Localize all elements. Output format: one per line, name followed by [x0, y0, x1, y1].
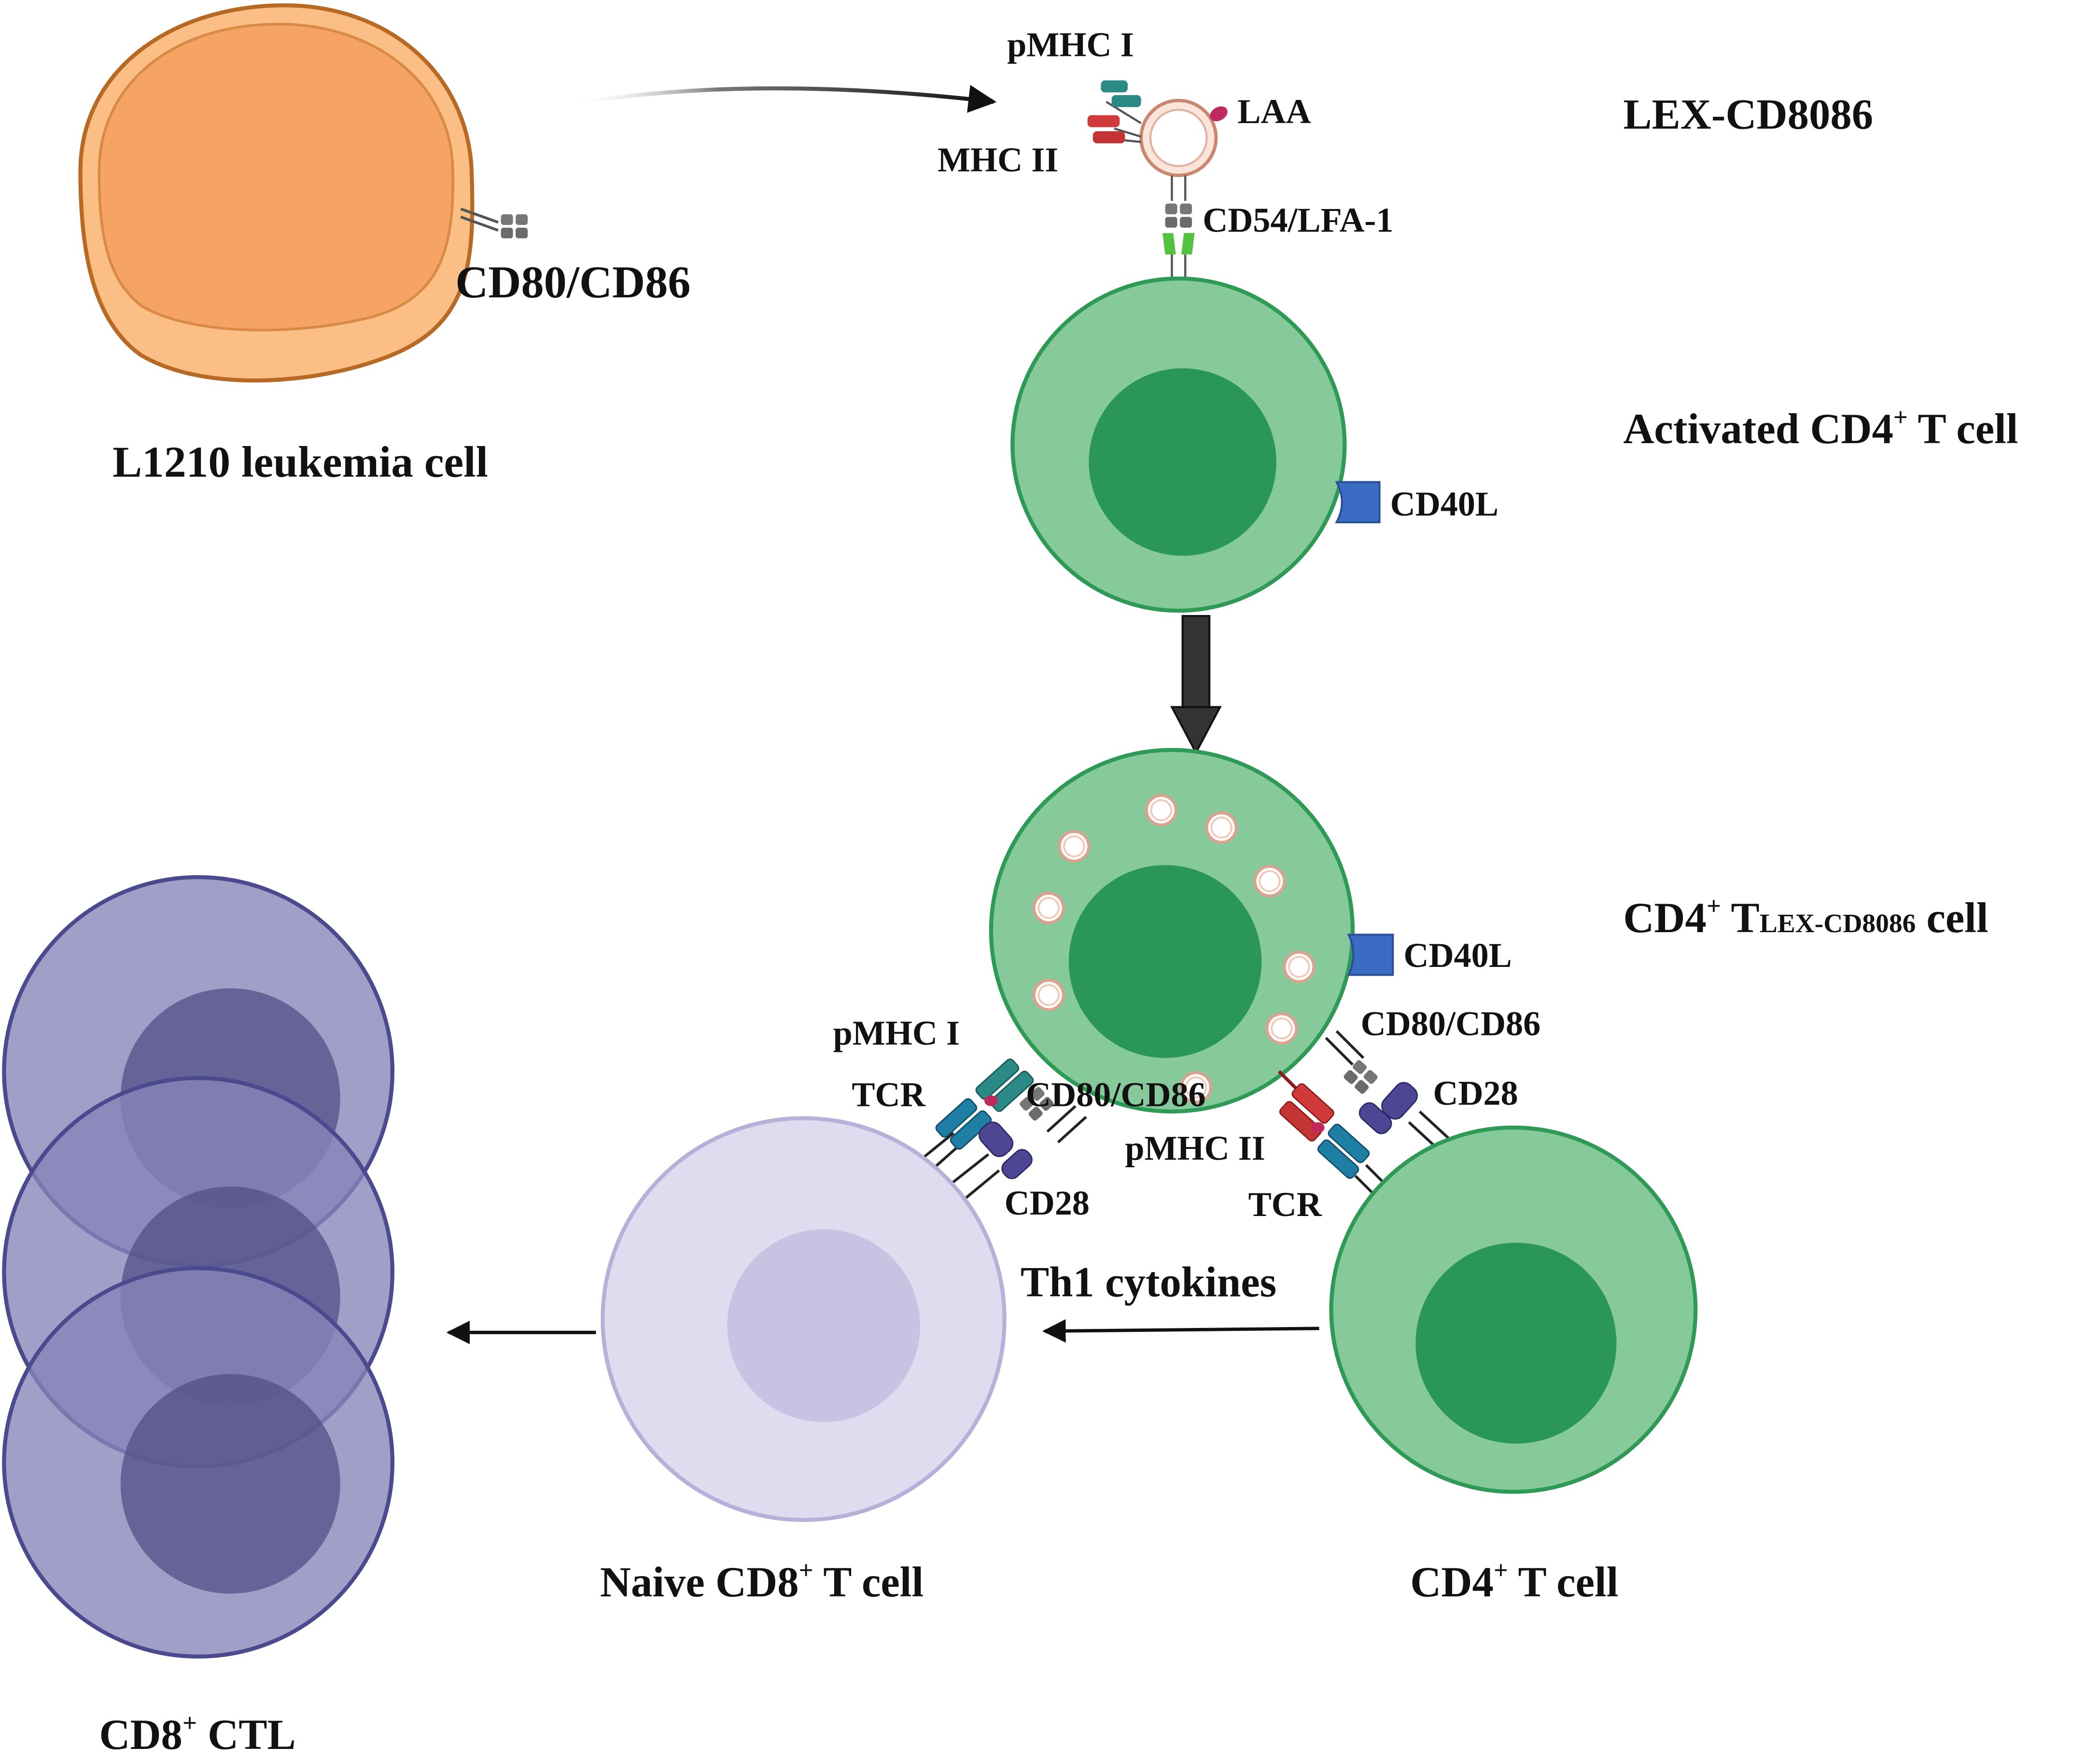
pmhc1-left-icon [975, 1058, 1034, 1112]
cd8-ctl-cells [2, 875, 395, 1659]
cd80-right-icon [1343, 1059, 1379, 1095]
activated-cd4-t-cell [1010, 276, 1347, 613]
activated-cd4-label: Activated CD4+ T cell [1623, 404, 2018, 453]
pmhc1-top-label: pMHC I [1007, 26, 1134, 64]
cd28-left-icon [979, 1121, 1014, 1157]
pmhc1-top-icon [1101, 80, 1142, 125]
transition-arrow [1170, 615, 1222, 755]
mhc2-top-icon [1087, 115, 1142, 143]
pmhc2-right-label: pMHC II [1125, 1129, 1265, 1167]
cd80-cd86-tumor-label: CD80/CD86 [455, 257, 690, 307]
th1-cytokines-label: Th1 cytokines [1021, 1258, 1276, 1306]
cd28-right-icon [1381, 1082, 1418, 1120]
mhc2-top-label: MHC II [938, 140, 1058, 179]
cd40l-mid-icon [1347, 934, 1394, 976]
tcr-left-label: TCR [852, 1075, 925, 1114]
antigen-right-icon [1311, 1122, 1325, 1133]
tcr-left-icon [935, 1098, 992, 1150]
laa-icon [1210, 106, 1228, 122]
lex-title: LEX-CD8086 [1623, 91, 1873, 138]
cd54-lfa1-label: CD54/LFA-1 [1203, 201, 1393, 239]
cd4-t-cell [1329, 1125, 1698, 1494]
cd8-ctl-label: CD8+ CTL [99, 1709, 295, 1759]
pmhc2-right-icon [1279, 1083, 1334, 1142]
cd54-lfa1-icon [1162, 175, 1195, 284]
leukemia-cell [78, 3, 475, 383]
synapse-right [1277, 1030, 1456, 1209]
laa-label: LAA [1237, 92, 1311, 131]
lex-vesicle [1139, 98, 1218, 177]
cd40l-mid-label: CD40L [1403, 936, 1512, 975]
cd80-cd86-right-label: CD80/CD86 [1361, 1004, 1541, 1043]
leukemia-cell-label: L1210 leukemia cell [112, 437, 488, 487]
cd28-left-label: CD28 [1005, 1184, 1090, 1222]
cd40l-top-label: CD40L [1390, 485, 1498, 523]
antigen-left-icon [984, 1095, 998, 1106]
cd80-cd86-tumor-receptor [460, 208, 528, 238]
cd4-t-label: CD4+ T cell [1410, 1557, 1618, 1606]
cd4-tlex-label: CD4+ TLEX-CD8086 cell [1623, 893, 1988, 942]
cd28-right-label: CD28 [1433, 1074, 1518, 1113]
cd80-cd86-left-label: CD80/CD86 [1026, 1075, 1206, 1114]
tcr-right-label: TCR [1248, 1185, 1322, 1224]
cd40l-top-icon [1335, 481, 1381, 523]
tcr-right-icon [1317, 1123, 1370, 1179]
release-arrow [569, 84, 997, 113]
ctl-cell-3 [2, 1266, 395, 1659]
pmhc1-left-label: pMHC I [833, 1014, 960, 1052]
cytokine-arrow [1042, 1319, 1319, 1343]
naive-cd8-t-cell [601, 1116, 1007, 1522]
naive-cd8-label: Naive CD8+ T cell [600, 1557, 924, 1606]
